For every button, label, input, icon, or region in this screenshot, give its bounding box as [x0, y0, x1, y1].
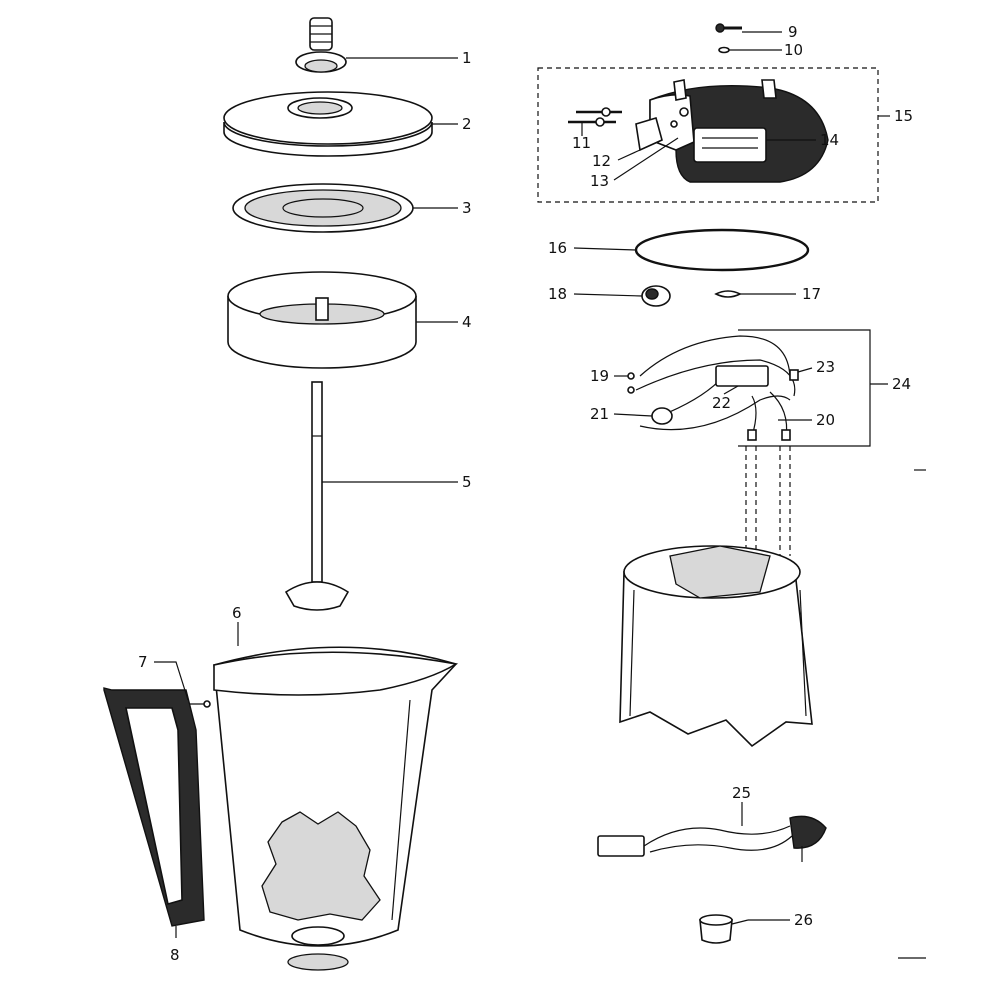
- part-label-5: 5: [462, 473, 472, 491]
- base-housing: [619, 545, 813, 748]
- part-label-23: 23: [816, 358, 835, 376]
- part-label-25: 25: [732, 784, 751, 802]
- leader-22: [723, 385, 739, 395]
- leader-16: [573, 247, 637, 251]
- part-2-lid: [223, 91, 433, 157]
- part-9-screw: [715, 23, 742, 33]
- leader-lines: [154, 31, 890, 938]
- part-label-6: 6: [232, 604, 242, 622]
- part-label-3: 3: [462, 199, 472, 217]
- part-label-17: 17: [802, 285, 821, 303]
- part-11-pins: [568, 107, 622, 127]
- leader-7: [154, 661, 189, 701]
- part-3-filter-disc: [232, 183, 414, 233]
- part-label-21: 21: [590, 405, 609, 423]
- part-label-18: 18: [548, 285, 567, 303]
- part-label-8: 8: [170, 946, 180, 964]
- part-label-20: 20: [816, 411, 835, 429]
- part-label-22: 22: [712, 394, 731, 412]
- part-16-gasket: [634, 228, 810, 272]
- part-label-4: 4: [462, 313, 472, 331]
- part-label-13: 13: [590, 172, 609, 190]
- part-label-26: 26: [794, 911, 813, 929]
- part-label-7: 7: [138, 653, 148, 671]
- part-labels: 1 2 3 4 5 6 7 8 9 10 11 12 13 14 15 16 1…: [138, 23, 913, 964]
- part-1-cap: [295, 17, 347, 73]
- group-15-outline: [537, 67, 879, 203]
- part-label-2: 2: [462, 115, 472, 133]
- part-label-24: 24: [892, 375, 911, 393]
- part-label-1: 1: [462, 49, 472, 67]
- part-label-16: 16: [548, 239, 567, 257]
- part-4-basket: [227, 271, 417, 369]
- part-label-11: 11: [572, 134, 591, 152]
- leader-13: [613, 137, 679, 181]
- part-5-shaft: [284, 381, 350, 611]
- part-6-jug: [213, 646, 459, 971]
- leader-23: [797, 367, 813, 373]
- part-25-power-cord: [597, 815, 827, 862]
- part-10-washer: [718, 46, 730, 54]
- part-label-19: 19: [590, 367, 609, 385]
- group-24-bracket: [738, 329, 871, 447]
- leader-12: [617, 139, 663, 161]
- connector-guides: [745, 446, 791, 556]
- leader-18: [573, 293, 643, 297]
- part-18-knob: [641, 285, 671, 307]
- part-label-14: 14: [820, 131, 839, 149]
- part-7-screw: [188, 700, 211, 708]
- part-8-handle: [103, 687, 205, 927]
- part-label-9: 9: [788, 23, 798, 41]
- part-26-cup: [699, 914, 749, 944]
- part-14-motor-housing: [635, 79, 829, 183]
- part-label-10: 10: [784, 41, 803, 59]
- part-label-12: 12: [592, 152, 611, 170]
- part-17-clip: [714, 290, 742, 298]
- part-label-15: 15: [894, 107, 913, 125]
- wiring-harness: [627, 335, 799, 441]
- leader-21: [613, 413, 653, 417]
